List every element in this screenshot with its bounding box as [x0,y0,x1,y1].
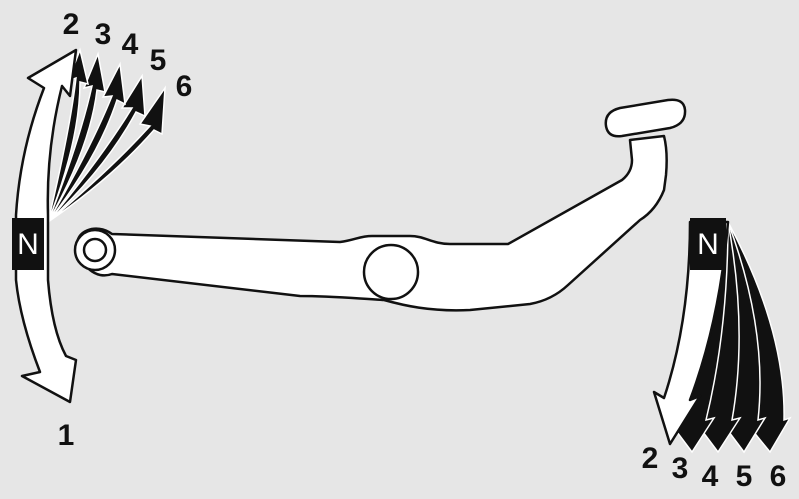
right-label-gear-2: 2 [642,442,659,475]
left-label-gear-3: 3 [95,18,112,51]
left-fan-blade-3 [47,51,106,223]
right-label-gear-4: 4 [702,460,719,493]
lever-pivot-inner [82,237,108,263]
left-neutral-label: N [17,228,39,261]
right-label-gear-5: 5 [736,460,753,493]
right-label-gear-3: 3 [672,452,689,485]
lever-body [76,134,668,312]
left-fan-blade-4 [47,61,126,223]
left-fan-blade-2 [47,47,90,223]
right-down-fan [666,221,792,454]
left-fan-blade-6 [47,85,166,223]
right-label-gear-6: 6 [770,460,787,493]
right-neutral-label: N [697,228,719,261]
lever-foot-peg [604,98,687,138]
right-main-arc-arrow [652,220,730,446]
left-neutral-block [12,218,44,270]
left-fan-blade-5 [47,73,146,223]
left-label-gear-1: 1 [58,419,75,452]
lever-center-boss [362,243,420,301]
left-label-gear-6: 6 [176,70,193,103]
left-up-fan [47,47,166,223]
left-label-gear-2: 2 [63,8,80,41]
left-main-arc-arrow [14,48,78,404]
right-shift-indicator: N 2 3 4 5 6 [642,218,792,493]
left-label-gear-5: 5 [150,44,167,77]
right-neutral-block [690,218,726,270]
shift-lever [73,98,687,312]
left-label-gear-4: 4 [122,28,139,61]
left-shift-indicator: N 1 2 3 4 5 6 [12,8,192,452]
